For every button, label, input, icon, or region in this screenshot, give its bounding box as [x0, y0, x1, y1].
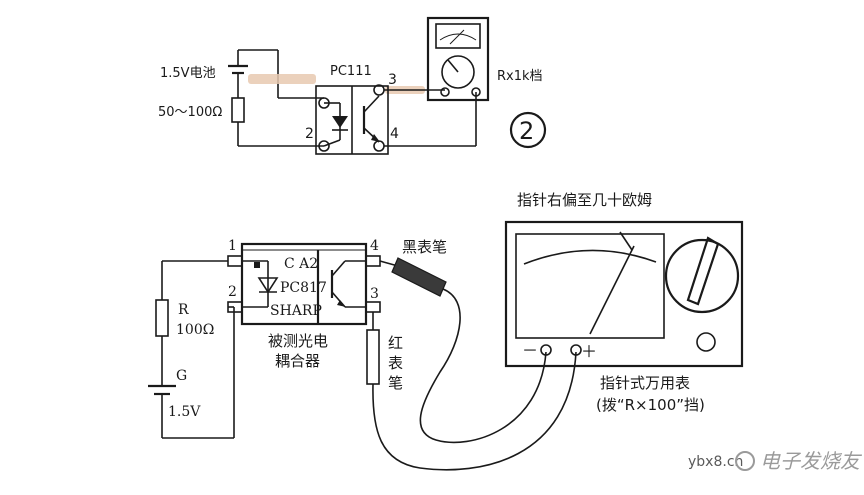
red-probe-body [366, 329, 380, 385]
top-meter-jack-right [471, 87, 481, 97]
meter-scale-arc [523, 249, 657, 265]
top-tr-arrow [371, 134, 380, 142]
black-probe [379, 257, 547, 444]
bottom-led-triangle [257, 277, 279, 294]
meter-body [504, 220, 744, 368]
meter-dial-knob [686, 236, 720, 306]
needle-note-label: 指针右偏至几十欧姆 [517, 191, 652, 209]
top-resistor [231, 97, 245, 123]
top-meter-window [435, 23, 481, 49]
bottom-tr-collector [331, 260, 346, 277]
meter-window [515, 233, 665, 339]
top-tr-collector [363, 95, 380, 113]
red-probe-cable [372, 351, 577, 471]
bottom-pin1-stub [227, 255, 243, 267]
bottom-bat-g-label: G [176, 368, 187, 384]
bottom-pin3-label: 3 [370, 286, 379, 302]
watermark-logo-icon [735, 451, 755, 471]
needle-note-leader [619, 231, 633, 251]
analog-meter: － ＋ [504, 220, 744, 368]
bottom-pin1-label: 1 [228, 238, 237, 254]
bottom-ic-package [240, 242, 368, 326]
top-pin2-dot [318, 140, 330, 152]
bottom-ic-text-model: PC817 [280, 280, 327, 296]
bottom-bat-value-label: 1.5V [168, 404, 201, 420]
black-probe-body [391, 257, 447, 297]
top-meter-dial-pointer [447, 59, 459, 73]
bottom-circuit: 1 2 4 3 C A2 PC817 SHARP 被测光电 耦合器 [148, 191, 744, 471]
top-resistor-label: 50～100Ω [158, 105, 222, 120]
red-probe-label-1: 红 [388, 334, 403, 352]
top-meter-jack-left [440, 87, 450, 97]
bottom-caption-line1: 被测光电 [268, 332, 328, 350]
meter-caption-line1: 指针式万用表 [600, 374, 690, 392]
bottom-ic-notch [254, 262, 260, 268]
top-led-wire-c [323, 139, 341, 147]
top-battery-label: 1.5V电池 [160, 66, 216, 81]
red-probe-label-3: 笔 [388, 374, 403, 392]
watermark: ybx8.cn 电子发烧友 [688, 449, 863, 473]
black-probe-cable [419, 288, 547, 444]
bottom-pin2-label: 2 [228, 284, 237, 300]
top-pin3-label: 3 [388, 72, 397, 88]
watermark-site: ybx8.cn [688, 454, 743, 470]
bottom-resistor [155, 299, 169, 337]
step-number: 2 [519, 117, 534, 145]
bottom-res-r-label: R [178, 302, 189, 318]
top-led-triangle [332, 116, 348, 128]
top-range-label: Rx1k档 [497, 69, 543, 84]
top-circuit: 1.5V电池 50～100Ω PC111 2 [158, 16, 547, 155]
bottom-caption-line2: 耦合器 [275, 352, 320, 370]
top-meter-scale [439, 33, 477, 41]
meter-plus-label: ＋ [581, 342, 597, 361]
top-pin2-label: 2 [305, 126, 314, 142]
black-probe-label: 黑表笔 [402, 238, 447, 256]
step-circle [509, 111, 547, 149]
bottom-ic-text-ca2: C A2 [284, 256, 318, 272]
meter-zero-knob [696, 332, 716, 352]
bottom-pin4-stub [365, 255, 381, 267]
meter-jack-minus [540, 344, 552, 356]
meter-range-dial [664, 238, 740, 314]
meter-minus-label: － [522, 341, 538, 360]
bottom-tr-arrow [337, 300, 346, 307]
top-pin4-label: 4 [390, 126, 399, 142]
top-ic-label: PC111 [330, 64, 372, 79]
meter-needle [589, 245, 635, 335]
bottom-pin4-label: 4 [370, 238, 379, 254]
bottom-ic-text-brand: SHARP [270, 303, 322, 319]
top-meter-needle [449, 29, 465, 45]
top-pin4-dot [373, 140, 385, 152]
meter-caption-line2: (拨“R×100”挡) [596, 396, 705, 414]
bottom-res-value-label: 100Ω [176, 322, 214, 338]
red-probe [366, 312, 577, 471]
meter-jack-plus [570, 344, 582, 356]
top-meter-dial [441, 55, 475, 89]
red-probe-label-2: 表 [388, 354, 403, 372]
tape-strip-left [248, 74, 316, 84]
bottom-pin3-stub [365, 301, 381, 313]
watermark-brand: 电子发烧友 [760, 449, 863, 473]
top-meter-body [426, 16, 490, 102]
